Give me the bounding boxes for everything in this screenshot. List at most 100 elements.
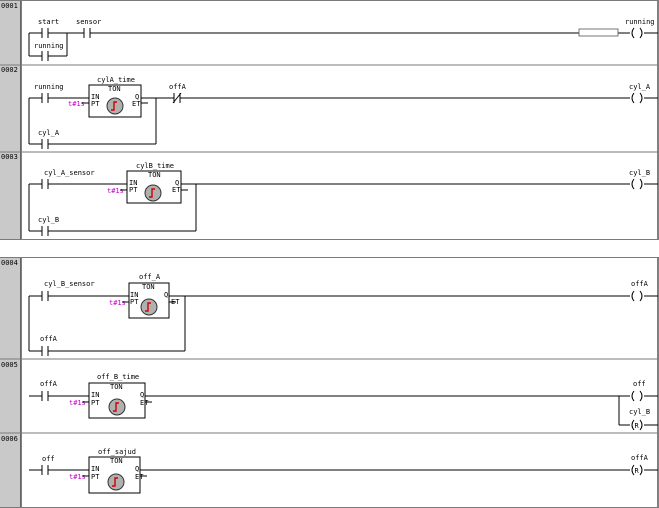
contact-label: cyl_B_sensor xyxy=(44,280,95,288)
no-contact-icon[interactable] xyxy=(41,291,49,301)
timer-pt-pin: PT xyxy=(91,473,100,481)
coil-label: cyl_B xyxy=(629,169,650,177)
timer-preset: t#1s xyxy=(107,187,124,195)
no-contact-icon[interactable] xyxy=(41,28,49,38)
coil-label: cyl_B xyxy=(629,408,650,416)
rung-number: 0006 xyxy=(1,435,18,443)
rung-number: 0002 xyxy=(1,66,18,74)
no-contact-icon[interactable] xyxy=(41,93,49,103)
timer-block[interactable]: off_A TON IN PT Q ET xyxy=(122,273,180,319)
timer-type: TON xyxy=(110,457,123,465)
comment-box[interactable] xyxy=(578,28,619,37)
timer-pt-pin: PT xyxy=(91,399,100,407)
timer-et-pin: ET xyxy=(140,399,149,407)
timer-preset: t#1s xyxy=(69,399,86,407)
contact-label: sensor xyxy=(76,18,101,26)
coil-label: running xyxy=(625,18,655,26)
timer-et-pin: ET xyxy=(135,473,144,481)
timer-type: TON xyxy=(108,85,121,93)
timer-in-pin: IN xyxy=(91,93,99,101)
contact-label: running xyxy=(34,42,64,50)
timer-block[interactable]: off_B_time TON IN PT Q ET xyxy=(82,373,152,419)
rung-0003[interactable]: 0003 cyl_A_sensor cylB_time TON IN PT Q … xyxy=(1,153,658,236)
no-contact-icon[interactable] xyxy=(41,179,49,189)
timer-clock-icon xyxy=(108,398,126,416)
timer-pt-pin: PT xyxy=(130,298,139,306)
coil-label: cyl_A xyxy=(629,83,651,91)
timer-pt-pin: PT xyxy=(129,186,138,194)
timer-q-pin: Q xyxy=(164,291,168,299)
timer-in-pin: IN xyxy=(91,391,99,399)
timer-block[interactable]: off_sajud TON IN PT Q ET xyxy=(82,448,147,494)
coil-icon[interactable] xyxy=(631,290,643,302)
contact-label: start xyxy=(38,18,59,26)
no-contact-icon[interactable] xyxy=(41,391,49,401)
rung-0006[interactable]: 0006 off off_sajud TON IN PT Q ET t#1s xyxy=(1,435,658,494)
timer-name: off_A xyxy=(139,273,161,281)
rung-number: 0003 xyxy=(1,153,18,161)
rung-0004[interactable]: 0004 cyl_B_sensor off_A TON IN PT Q ET t… xyxy=(1,259,658,356)
rung-number: 0004 xyxy=(1,259,18,267)
timer-name: off_B_time xyxy=(97,373,139,381)
timer-block[interactable]: cylB_time TON IN PT Q ET xyxy=(120,162,188,204)
timer-et-pin: ET xyxy=(132,100,141,108)
no-contact-icon[interactable] xyxy=(41,226,49,236)
contact-label: offA xyxy=(40,380,58,388)
coil-label: off xyxy=(633,380,646,388)
rung-0001[interactable]: 0001 start sensor running running xyxy=(1,2,658,61)
timer-pt-pin: PT xyxy=(91,100,100,108)
rung-number: 0005 xyxy=(1,361,18,369)
timer-preset: t#1s xyxy=(109,299,126,307)
timer-q-pin: Q xyxy=(175,179,179,187)
timer-q-pin: Q xyxy=(140,391,144,399)
timer-clock-icon xyxy=(140,298,158,316)
timer-clock-icon xyxy=(107,473,125,491)
timer-type: TON xyxy=(142,283,155,291)
contact-label: cyl_B xyxy=(38,216,59,224)
timer-clock-icon xyxy=(106,97,124,115)
contact-label: cyl_A_sensor xyxy=(44,169,95,177)
panel-gap xyxy=(0,241,659,256)
timer-type: TON xyxy=(148,171,161,179)
svg-text:R: R xyxy=(635,422,640,430)
timer-in-pin: IN xyxy=(129,179,137,187)
reset-coil-icon[interactable]: R xyxy=(631,419,643,431)
no-contact-icon[interactable] xyxy=(41,139,49,149)
contact-label: running xyxy=(34,83,64,91)
timer-in-pin: IN xyxy=(91,465,99,473)
panel-top xyxy=(0,0,659,240)
no-contact-icon[interactable] xyxy=(41,346,49,356)
coil-icon[interactable] xyxy=(631,390,643,402)
contact-label: offA xyxy=(169,83,187,91)
rung-gutter xyxy=(0,257,21,508)
no-contact-icon[interactable] xyxy=(41,465,49,475)
coil-icon[interactable] xyxy=(631,178,643,190)
no-contact-icon[interactable] xyxy=(41,51,49,61)
contact-label: off xyxy=(42,455,55,463)
contact-label: offA xyxy=(40,335,58,343)
timer-block[interactable]: cylA_time TON IN PT Q ET xyxy=(82,76,148,118)
timer-type: TON xyxy=(110,383,123,391)
contact-label: cyl_A xyxy=(38,129,60,137)
rung-0002[interactable]: 0002 running cylA_time TON IN PT Q ET t#… xyxy=(1,66,658,149)
rung-number: 0001 xyxy=(1,2,18,10)
coil-icon[interactable] xyxy=(631,92,643,104)
timer-q-pin: Q xyxy=(135,465,139,473)
rung-gutter xyxy=(0,0,21,240)
reset-coil-icon[interactable]: R xyxy=(631,464,643,476)
coil-label: offA xyxy=(631,454,649,462)
timer-q-pin: Q xyxy=(135,93,139,101)
nc-contact-icon[interactable] xyxy=(172,92,182,104)
coil-label: offA xyxy=(631,280,649,288)
coil-icon[interactable] xyxy=(631,27,643,39)
no-contact-icon[interactable] xyxy=(83,28,91,38)
timer-in-pin: IN xyxy=(130,291,138,299)
rung-0005[interactable]: 0005 offA off_B_time TON IN PT Q ET t#1s xyxy=(1,361,658,431)
timer-et-pin: ET xyxy=(172,186,181,194)
timer-preset: t#1s xyxy=(68,100,85,108)
timer-clock-icon xyxy=(144,184,162,202)
svg-text:R: R xyxy=(635,467,640,475)
timer-name: off_sajud xyxy=(98,448,136,456)
timer-preset: t#1s xyxy=(69,473,86,481)
